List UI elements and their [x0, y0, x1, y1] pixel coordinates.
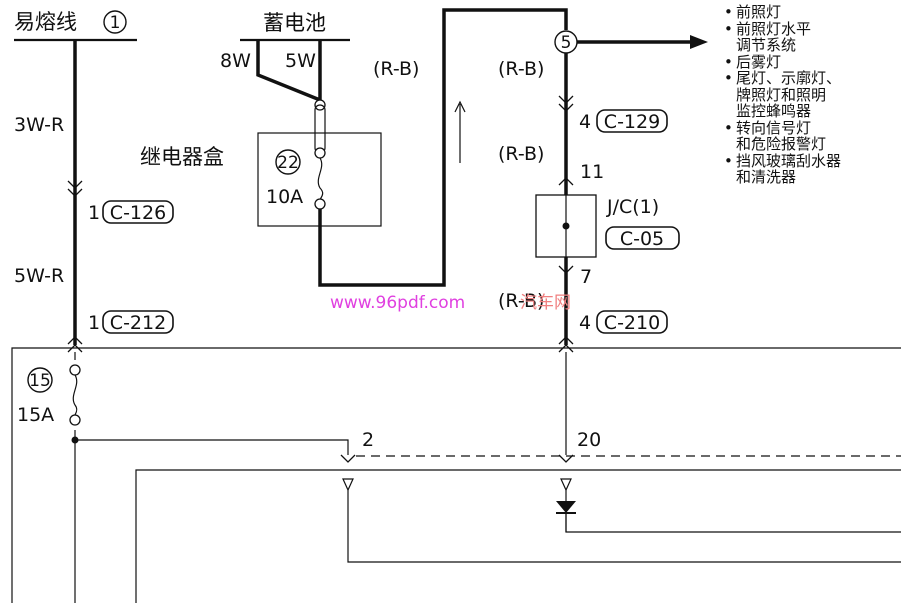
- fuse-15-gap: [68, 360, 82, 430]
- wire-5w-r-label: 5W-R: [14, 265, 64, 287]
- pin-20-connector-mark: [558, 454, 574, 463]
- branch-to-pin-2: [75, 439, 349, 455]
- pin-2-terminal-triangle: [342, 478, 354, 492]
- legend-item-leveling: 前照灯水平 调节系统: [724, 20, 900, 54]
- pin-2-connector-mark: [340, 454, 356, 463]
- watermark-cn: 汽车网: [520, 293, 571, 313]
- fusible-link-number: 1: [110, 13, 121, 33]
- watermark-url: www.96pdf.com: [330, 293, 465, 313]
- pin-2-label: 2: [362, 429, 374, 451]
- connector-mark-11: [558, 177, 574, 186]
- junction-5-number: 5: [561, 33, 572, 53]
- fuse-15-bottom-terminal: [69, 414, 81, 426]
- pin-20-terminal-triangle: [560, 478, 572, 492]
- connector-mark-c212: [67, 336, 83, 353]
- conn-c129-pin: 4: [579, 111, 591, 133]
- battery-label: 蓄电池: [263, 11, 326, 35]
- conn-c212-label: C-212: [110, 312, 166, 334]
- legend-item-turn-signal: 转向信号灯 和危险报警灯: [724, 119, 900, 153]
- inner-module-outline: [135, 469, 901, 603]
- wire-r-b-label-1: (R-B): [373, 58, 419, 80]
- battery-5w-label: 5W: [285, 50, 316, 72]
- conn-c212-pin: 1: [88, 312, 100, 334]
- battery-5w-wire: [256, 40, 322, 102]
- fuse-15-rating: 15A: [17, 404, 54, 426]
- conn-c129-label: C-129: [604, 111, 660, 133]
- joint-connector-dot: [562, 222, 570, 230]
- current-flow-arrowhead: [454, 100, 466, 113]
- fuse-22-number: 22: [277, 153, 299, 173]
- conn-c212-box: [102, 310, 174, 334]
- relay-box-label: 继电器盒: [140, 145, 224, 169]
- fuse-22-rating: 10A: [266, 186, 303, 208]
- fuse-15-top-terminal: [69, 364, 81, 376]
- conn-c210-box: [596, 310, 668, 334]
- wire-r-b-label-3: (R-B): [498, 143, 544, 165]
- diode-icon: [556, 501, 576, 513]
- legend-item-headlamp: 前照灯: [724, 4, 900, 21]
- fuse-22-element: [317, 157, 324, 201]
- legend-item-wiper: 挡风玻璃刮水器 和清洗器: [724, 152, 900, 186]
- fusible-link-label: 易熔线: [14, 10, 77, 34]
- conn-c210-label: C-210: [604, 312, 660, 334]
- wire-r-b-label-2: (R-B): [498, 58, 544, 80]
- fuse-15-element: [72, 374, 78, 416]
- fuse-15-number: 15: [29, 371, 51, 391]
- wire-3w-r-label: 3W-R: [14, 114, 64, 136]
- legend-item-rear-fog: 后雾灯: [724, 53, 900, 71]
- jc-label: J/C(1): [606, 196, 659, 218]
- connector-mark-c210: [558, 336, 574, 353]
- wire-r-b-route: [318, 8, 568, 287]
- fuse-22-bottom-terminal: [314, 198, 326, 210]
- fusible-link-number-circle: [103, 10, 127, 34]
- fuse-22-body: [314, 104, 326, 154]
- conn-c05-box: [605, 226, 680, 250]
- legend-item-tail-lamp: 尾灯、示廓灯、 牌照灯和照明 监控蜂鸣器: [724, 70, 900, 120]
- fuse-22-number-circle: [275, 149, 301, 175]
- conn-c126-box: [102, 200, 174, 224]
- battery-8w-label: 8W: [220, 50, 251, 72]
- pin-7-label: 7: [580, 266, 592, 288]
- fuse-22-mid-terminal: [314, 147, 326, 159]
- legend-list: 前照灯 前照灯水平 调节系统 后雾灯 尾灯、示廓灯、 牌照灯和照明 监控蜂鸣器 …: [724, 4, 900, 186]
- conn-c126-pin: 1: [88, 202, 100, 224]
- connector-mark-c126: [67, 180, 83, 197]
- conn-c05-label: C-05: [620, 228, 664, 250]
- conn-c126-label: C-126: [110, 202, 166, 224]
- pin-11-label: 11: [580, 161, 604, 183]
- fuse-15-number-circle: [27, 367, 53, 393]
- output-arrowhead: [690, 35, 708, 49]
- conn-c210-pin: 4: [579, 312, 591, 334]
- pin-20-label: 20: [577, 429, 601, 451]
- pin-2-internal-line: [347, 490, 901, 563]
- connector-mark-c129: [558, 95, 574, 112]
- wire-r-b-label-4: (R-B): [498, 290, 544, 312]
- diode-output-line: [565, 513, 901, 533]
- lower-module-outline: [11, 347, 901, 603]
- conn-c129-box: [596, 109, 668, 133]
